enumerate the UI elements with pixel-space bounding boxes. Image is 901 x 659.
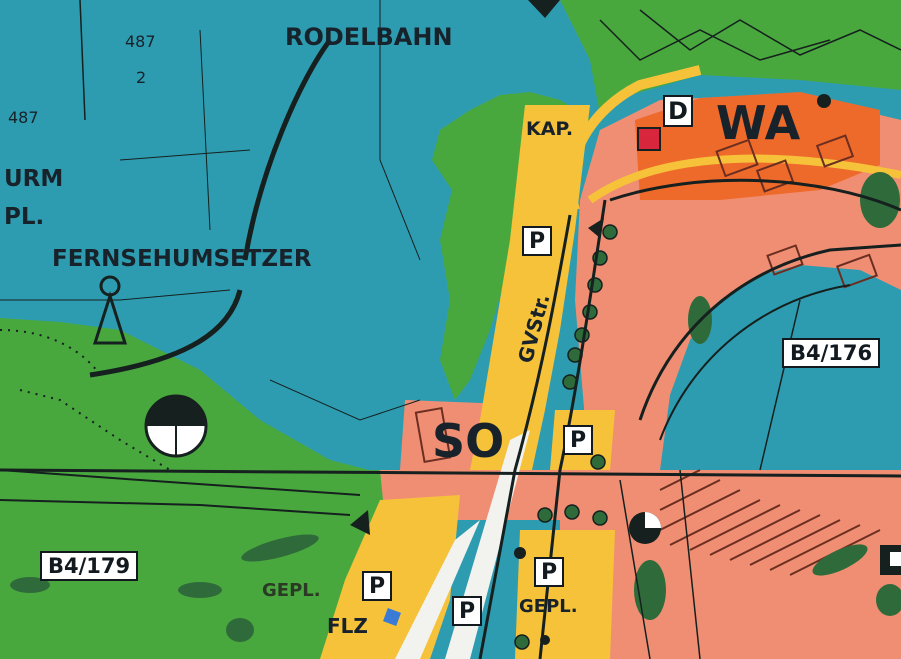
label-pl: PL. — [4, 204, 45, 230]
label-gepl-bottom: GEPL. — [519, 596, 578, 617]
round-symbol-icon — [144, 394, 208, 458]
parking-p-east: P — [563, 425, 593, 455]
chapel-icon — [637, 127, 661, 151]
markers — [350, 0, 831, 645]
d-marker: D — [663, 95, 693, 127]
parking-p-south: P — [534, 557, 564, 587]
parcel-plate-b4-179: B4/179 — [40, 551, 139, 581]
small-blue-marker — [383, 608, 401, 626]
building-hatches — [414, 134, 879, 464]
white-road-lower — [395, 520, 480, 659]
yellow-zone-gvstr — [470, 105, 590, 470]
parking-p-bottom-left: P — [362, 571, 392, 601]
hatch-lower-right — [659, 469, 881, 576]
parking-p-bottom-middle: P — [452, 596, 482, 626]
label-urm: URM — [4, 166, 64, 192]
parcel-plate-b4-176: B4/176 — [782, 338, 881, 368]
label-kap: KAP. — [526, 118, 574, 140]
yellow-road-north — [566, 65, 702, 212]
label-parcel-2: 2 — [136, 68, 147, 87]
label-parcel-487-left: 487 — [8, 108, 39, 127]
label-fernsehumsetzer: FERNSEHUMSETZER — [52, 246, 312, 272]
yellow-zone-gepl-bottom — [515, 530, 615, 659]
label-gepl-left: GEPL. — [262, 580, 321, 601]
small-round-symbol-icon — [629, 512, 661, 544]
label-wa: WA — [716, 96, 801, 150]
orange-zone-wa — [635, 92, 880, 200]
label-flz: FLZ — [327, 614, 368, 638]
tower-icon — [92, 275, 128, 345]
label-parcel-487-top: 487 — [125, 32, 156, 51]
green-zone-lower-band — [0, 470, 380, 659]
parking-p-north: P — [522, 226, 552, 256]
label-rodelbahn: RODELBAHN — [285, 23, 453, 51]
edge-block-inner — [890, 552, 901, 566]
label-so: SO — [432, 414, 505, 468]
yellow-road-arc — [587, 154, 901, 204]
